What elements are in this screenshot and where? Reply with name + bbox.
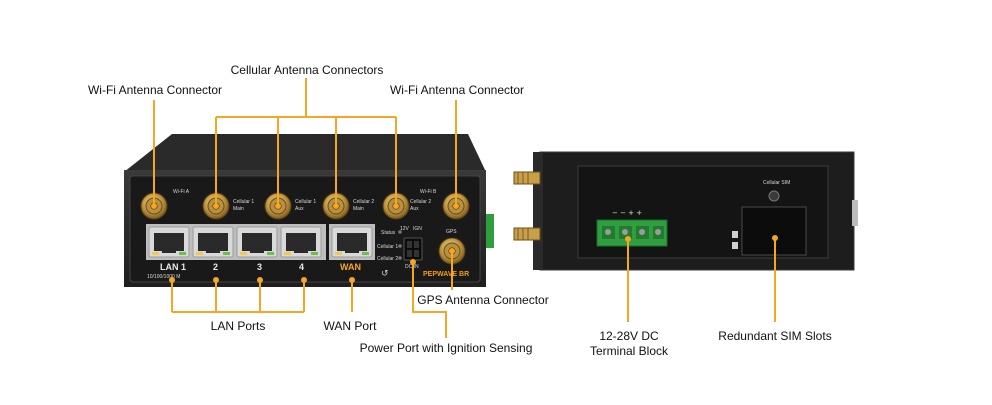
power-pin [407, 250, 412, 257]
status-led [398, 230, 402, 234]
lan-2-port [192, 226, 234, 258]
lan-4-label: 4 [299, 262, 304, 272]
cellular2-led-label: Cellular 2 [377, 256, 398, 262]
lan-3-label: 3 [257, 262, 262, 272]
wifi-right-callout: Wi-Fi Antenna Connector [390, 83, 524, 97]
leader-dot [213, 203, 219, 209]
power-ign-label: IGN [413, 226, 422, 232]
router-side-view: − − + + Cellular SIM [513, 151, 858, 271]
wan-port [331, 226, 373, 258]
cell2-aux-label-1: Cellular 2 [410, 199, 431, 205]
leader-dot [349, 277, 355, 283]
reset-icon: ↺ [381, 269, 389, 279]
router-front-view: Wi-Fi A Cellular 1 Main Cellular 1 Aux C… [124, 134, 494, 287]
side-antenna-stub-bottom [513, 227, 541, 241]
wan-label: WAN [340, 262, 361, 272]
gps-label: GPS [446, 229, 457, 235]
leader-dot [169, 277, 175, 283]
lan-1-port [148, 226, 190, 258]
wan-port-callout: WAN Port [324, 319, 378, 333]
cell1-aux-label-2: Aux [295, 206, 304, 212]
wifi-b-label: Wi-Fi B [420, 189, 437, 195]
sim-slots-callout: Redundant SIM Slots [718, 329, 831, 343]
callout-leaders [151, 78, 778, 338]
wifi-a-label: Wi-Fi A [173, 189, 190, 195]
lan-ports-callout: LAN Ports [211, 319, 266, 333]
cell2-main-label-2: Main [353, 206, 364, 212]
leader-dot [213, 277, 219, 283]
cellular1-led-label: Cellular 1 [377, 244, 398, 250]
leader-power [412, 262, 447, 338]
power-pin [407, 241, 412, 248]
gps-callout: GPS Antenna Connector [417, 293, 548, 307]
green-terminal-edge [486, 214, 494, 248]
leader-dot [453, 203, 459, 209]
cellular-antenna-callout: Cellular Antenna Connectors [231, 63, 384, 77]
lan-2-label: 2 [213, 262, 218, 272]
wifi-left-callout: Wi-Fi Antenna Connector [88, 83, 222, 97]
leader-dot [410, 259, 416, 265]
status-label: Status [381, 230, 396, 236]
power-port-callout: Power Port with Ignition Sensing [360, 341, 533, 355]
power-pin [414, 241, 419, 248]
side-antenna-stub-top [513, 171, 541, 185]
cell1-main-label-1: Cellular 1 [233, 199, 254, 205]
power-pin [414, 250, 419, 257]
side-mount-right [852, 200, 858, 226]
cellular2-led [398, 256, 402, 260]
sim-slot-2-marker [732, 242, 738, 249]
sim-screw-icon [768, 190, 780, 202]
callout-labels: Cellular Antenna Connectors Wi-Fi Antenn… [88, 63, 832, 358]
cell2-aux-label-2: Aux [410, 206, 419, 212]
cellular1-led [398, 244, 402, 248]
lan-3-port [236, 226, 278, 258]
lan-1-label: LAN 1 [160, 262, 186, 272]
side-mount-left [533, 152, 543, 270]
router-chassis-top [124, 134, 486, 172]
leader-dot [301, 277, 307, 283]
speed-label: 10/100/1000 M [147, 274, 180, 280]
leader-dot [449, 248, 455, 254]
cell1-aux-label-1: Cellular 1 [295, 199, 316, 205]
power-12v-label: 12V [400, 226, 410, 232]
lan-4-port [280, 226, 322, 258]
dc-terminal-callout-line2: Terminal Block [590, 344, 669, 358]
cell2-main-label-1: Cellular 2 [353, 199, 374, 205]
leader-dot [151, 203, 157, 209]
sim-slot-1-marker [732, 231, 738, 238]
terminal-polarity-label: − − + + [612, 209, 642, 217]
dc-terminal-block [596, 219, 668, 247]
cell1-main-label-2: Main [233, 206, 244, 212]
leader-dot [393, 203, 399, 209]
brand-logo: PEPWAVE BR [423, 271, 469, 278]
dc-terminal-callout-line1: 12-28V DC [599, 329, 659, 343]
leader-dot [275, 203, 281, 209]
leader-dot [257, 277, 263, 283]
leader-dot [772, 235, 778, 241]
leader-dot [625, 236, 631, 242]
leader-dot [333, 203, 339, 209]
power-port [403, 237, 423, 261]
cellular-sim-label: Cellular SIM [763, 180, 790, 186]
